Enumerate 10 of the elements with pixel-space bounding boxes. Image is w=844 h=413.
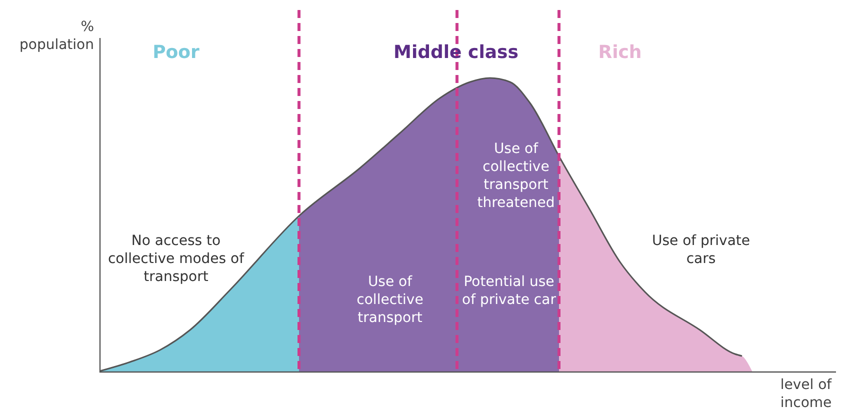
area-annotation: Use of private cars: [650, 232, 752, 268]
area-annotation: Use of collective transport threatened: [476, 140, 556, 212]
axis-title: level of income: [779, 376, 833, 412]
category-heading: Poor: [152, 44, 200, 62]
area-annotation: Potential use of private car: [462, 273, 556, 309]
area-annotation: No access to collective modes of transport: [106, 232, 246, 286]
category-heading: Middle class: [392, 44, 520, 62]
category-heading: Rich: [597, 44, 643, 62]
axis-title: % population: [18, 18, 94, 54]
area-annotation: Use of collective transport: [356, 273, 424, 327]
